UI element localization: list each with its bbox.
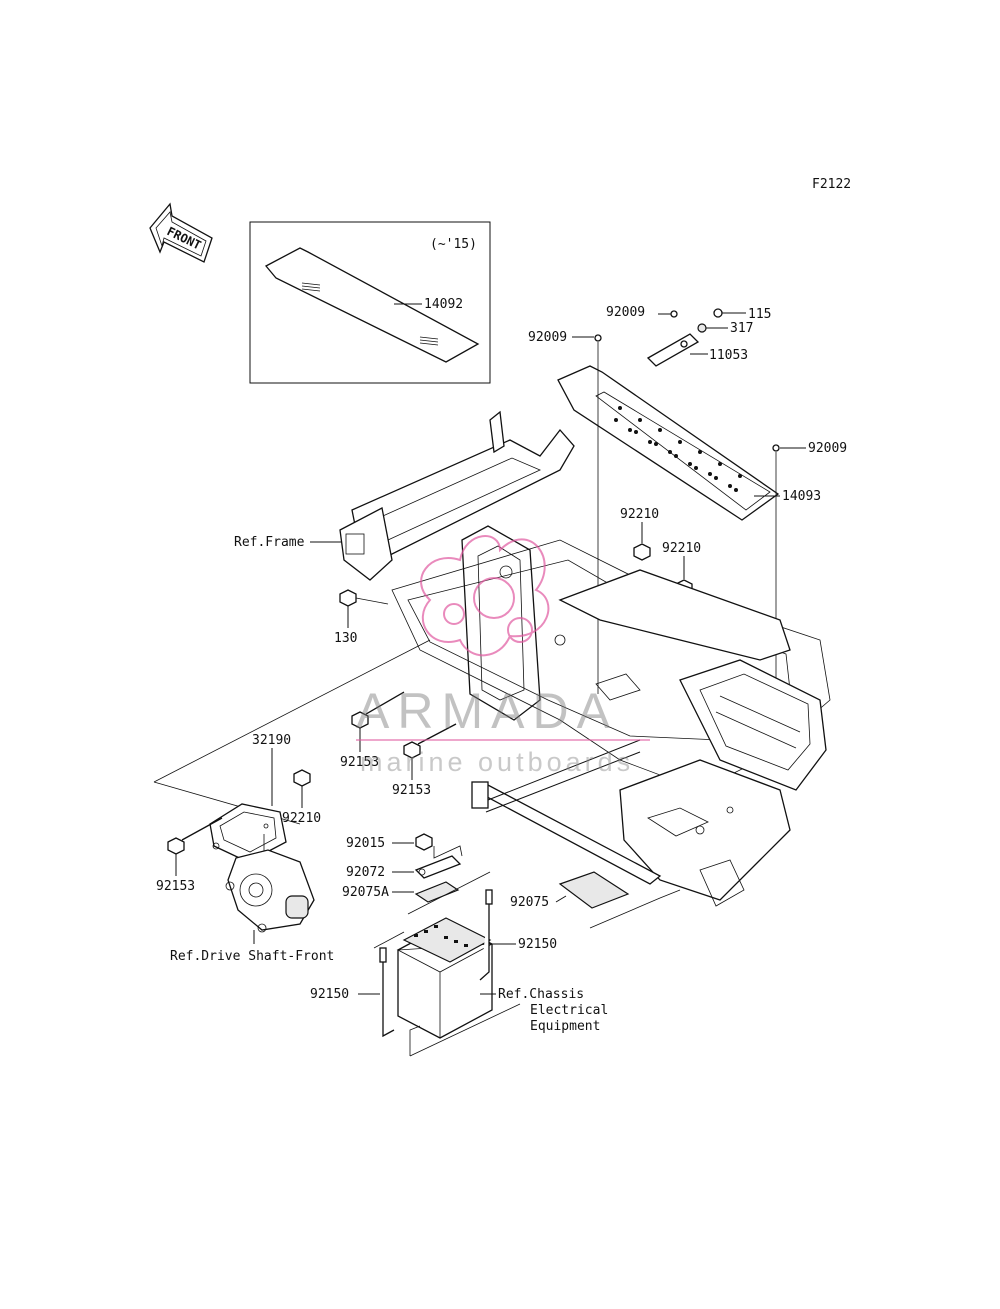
front-arrow-icon: FRONT xyxy=(149,202,213,263)
bolt-92150-right: 92150 xyxy=(479,889,557,981)
bolt-115: 115 xyxy=(713,307,771,322)
part-92009-label-a: 92009 xyxy=(606,305,645,320)
part-92075A-label: 92075A xyxy=(342,885,389,900)
ref-chassis-label-2: Electrical xyxy=(530,1003,608,1018)
part-11053-label: 11053 xyxy=(709,348,748,363)
screw-92009-top: 92009 xyxy=(606,305,678,320)
part-14092-label: 14092 xyxy=(424,297,463,312)
part-317-label: 317 xyxy=(730,321,753,336)
part-92015-label: 92015 xyxy=(346,836,385,851)
ref-chassis-label-3: Equipment xyxy=(530,1019,600,1034)
ref-drive-shaft-label: Ref.Drive Shaft-Front xyxy=(170,949,334,964)
part-14093-label: 14093 xyxy=(782,489,821,504)
plate-92072: 92072 xyxy=(346,855,462,880)
part-130-label: 130 xyxy=(334,631,357,646)
screw-92009-left: 92009 xyxy=(528,330,602,694)
watermark-logo: ARMADA marine outboards xyxy=(356,535,650,777)
part-92009-label-b: 92009 xyxy=(528,330,567,345)
part-92009-label-c: 92009 xyxy=(808,441,847,456)
part-92150-label-a: 92150 xyxy=(518,937,557,952)
pad-92075: 92075 xyxy=(510,871,681,929)
bracket-11053: 11053 xyxy=(646,333,748,367)
part-92072-label: 92072 xyxy=(346,865,385,880)
inset-year-label: (~'15) xyxy=(430,237,477,252)
part-115-label: 115 xyxy=(748,307,771,322)
watermark-brand: ARMADA xyxy=(356,683,618,739)
vehicle-frame xyxy=(339,410,831,907)
front-differential: Ref.Drive Shaft-Front xyxy=(170,834,334,964)
watermark-tagline: marine outboards xyxy=(360,747,634,777)
part-92150-label-b: 92150 xyxy=(310,987,349,1002)
part-92075-label: 92075 xyxy=(510,895,549,910)
ref-frame-label: Ref.Frame xyxy=(234,535,305,550)
part-92153-label-b: 92153 xyxy=(392,783,431,798)
mount-bracket-32190: 32190 xyxy=(209,733,291,863)
part-92153-label-a: 92153 xyxy=(340,755,379,770)
part-92210-label-c: 92210 xyxy=(282,811,321,826)
bolt-92153-c: 92153 xyxy=(156,817,223,894)
part-92210-label-b: 92210 xyxy=(662,541,701,556)
part-92210-label-a: 92210 xyxy=(620,507,659,522)
skid-plate-14093: 14093 xyxy=(557,365,821,521)
nut-92210-c: 92210 xyxy=(282,769,321,826)
bolt-92153-b: 92153 xyxy=(392,723,457,798)
pad-92075A: 92075A xyxy=(342,881,460,903)
washer-317: 317 xyxy=(697,321,753,336)
bolt-92153-a: 92153 xyxy=(340,691,405,770)
nut-92015: 92015 xyxy=(346,833,433,851)
bolt-92150-left: 92150 xyxy=(310,947,395,1038)
bolt-130: 130 xyxy=(334,589,389,646)
ref-chassis-label: Ref.Chassis xyxy=(498,987,584,1002)
figure-code: F2122 xyxy=(812,177,851,192)
battery: Ref.Chassis Electrical Equipment xyxy=(396,917,608,1039)
inset-panel: (~'15) 14092 xyxy=(249,221,491,384)
nut-92210-a: 92210 xyxy=(620,507,659,561)
part-32190-label: 32190 xyxy=(252,733,291,748)
part-92153-label-c: 92153 xyxy=(156,879,195,894)
